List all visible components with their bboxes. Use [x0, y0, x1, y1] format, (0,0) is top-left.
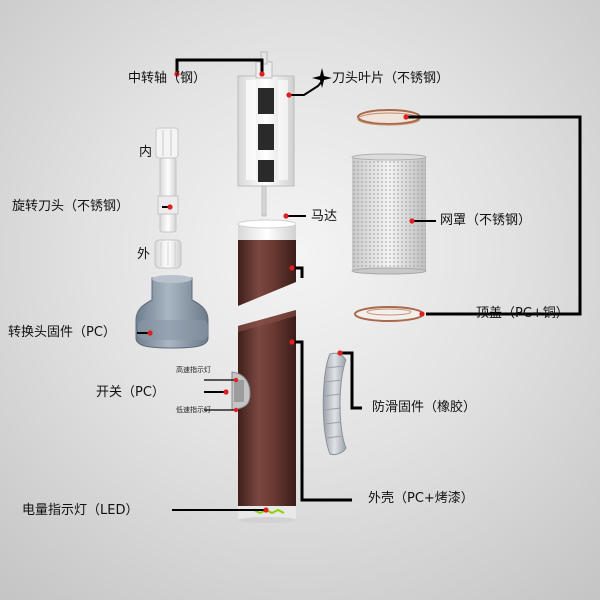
- outer-ring: [154, 239, 182, 269]
- motor-housing: [237, 219, 297, 306]
- label-mesh-cover: 网罩（不锈钢）: [440, 213, 532, 228]
- label-top-cap: 顶盖（PC+铜）: [476, 306, 569, 321]
- main-shell: [238, 310, 296, 523]
- label-high-speed: 高速指示灯: [176, 366, 211, 374]
- label-grip: 防滑固件（橡胶）: [372, 400, 477, 415]
- mesh-cover: [351, 153, 427, 275]
- label-battery-light: 电量指示灯（LED）: [22, 503, 139, 518]
- label-blade: 刀头叶片（不锈钢）: [332, 71, 450, 86]
- inner-rotary-head: [155, 127, 179, 233]
- blade-disc: [357, 109, 421, 126]
- top-cap-disc: [354, 306, 424, 322]
- adapter-fixture: [135, 275, 209, 349]
- label-inner: 内: [139, 145, 153, 160]
- grip-fixture: [322, 352, 347, 455]
- blade-assembly: [237, 51, 295, 217]
- label-rotary-head: 旋转刀头（不锈钢）: [12, 199, 130, 214]
- label-switch: 开关（PC）: [96, 385, 165, 400]
- label-outer: 外: [137, 247, 151, 262]
- star-icon: [312, 68, 332, 88]
- label-adapter: 转换头固件（PC）: [8, 325, 116, 340]
- label-motor: 马达: [311, 209, 338, 224]
- label-center-shaft: 中转轴（钢）: [128, 71, 207, 86]
- label-shell: 外壳（PC+烤漆）: [368, 491, 474, 506]
- marker-dots: [147, 71, 425, 513]
- label-low-speed: 低速指示灯: [176, 406, 211, 414]
- leader-lines: [137, 58, 582, 511]
